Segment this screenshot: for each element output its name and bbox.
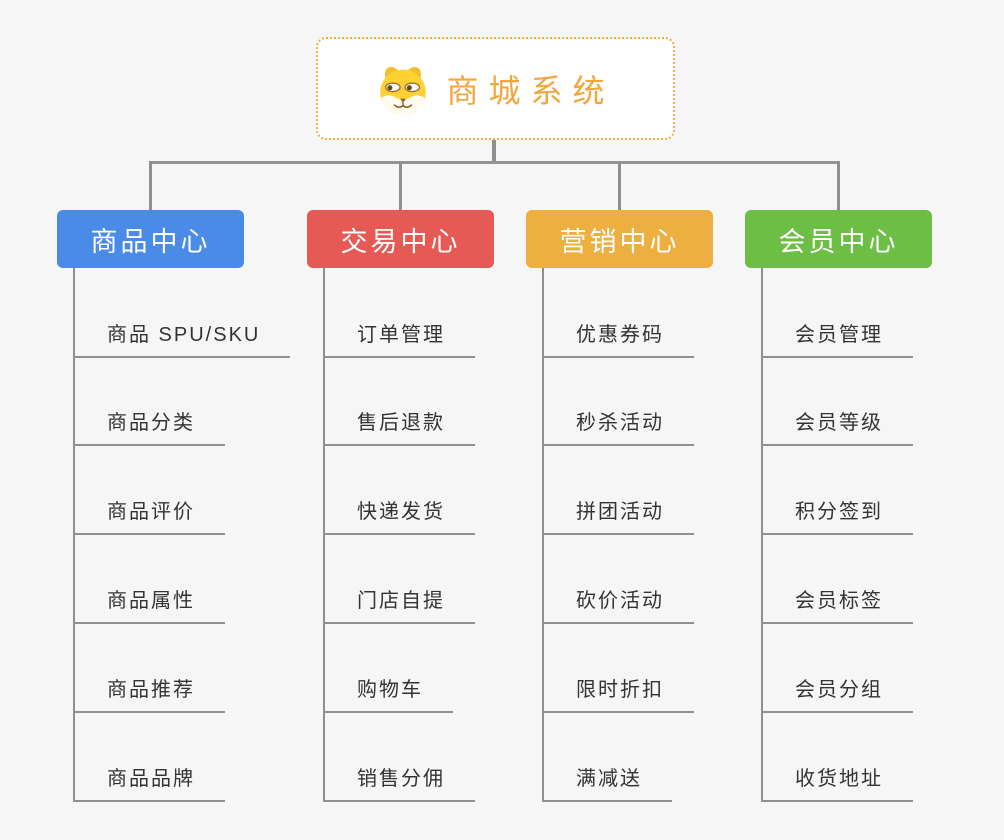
mindmap-item[interactable]: 收货地址 xyxy=(761,766,913,802)
connector-horizontal-bar xyxy=(149,161,840,164)
root-title: 商城系统 xyxy=(446,72,615,109)
mindmap-item[interactable]: 订单管理 xyxy=(323,322,475,358)
mindmap-item[interactable]: 商品 SPU/SKU xyxy=(73,322,291,358)
mindmap-item[interactable]: 售后退款 xyxy=(323,410,475,446)
mindmap-item[interactable]: 商品推荐 xyxy=(73,677,225,713)
connector-drop-member xyxy=(837,161,840,210)
branch-header-trade[interactable]: 交易中心 xyxy=(307,210,494,268)
mindmap-item[interactable]: 砍价活动 xyxy=(542,588,694,624)
branch-header-member[interactable]: 会员中心 xyxy=(745,210,932,268)
root-node[interactable]: 商城系统 xyxy=(316,37,675,140)
connector-drop-trade xyxy=(399,161,402,210)
mindmap-item[interactable]: 销售分佣 xyxy=(323,766,475,802)
mindmap-item[interactable]: 会员等级 xyxy=(761,410,913,446)
mindmap-item[interactable]: 会员标签 xyxy=(761,588,913,624)
mindmap-item[interactable]: 拼团活动 xyxy=(542,499,694,535)
mindmap-item[interactable]: 商品品牌 xyxy=(73,766,225,802)
mindmap-item[interactable]: 快递发货 xyxy=(323,499,475,535)
mindmap-item[interactable]: 会员管理 xyxy=(761,322,913,358)
mindmap-item[interactable]: 满减送 xyxy=(542,766,672,802)
dog-icon xyxy=(376,62,430,116)
mindmap-item[interactable]: 门店自提 xyxy=(323,588,475,624)
branch-header-marketing[interactable]: 营销中心 xyxy=(526,210,713,268)
mindmap-item[interactable]: 购物车 xyxy=(323,677,453,713)
mindmap-item[interactable]: 秒杀活动 xyxy=(542,410,694,446)
branch-header-product[interactable]: 商品中心 xyxy=(57,210,244,268)
mindmap-item[interactable]: 积分签到 xyxy=(761,499,913,535)
connector-root-stem xyxy=(492,140,496,164)
mindmap-item[interactable]: 限时折扣 xyxy=(542,677,694,713)
mindmap-item[interactable]: 优惠券码 xyxy=(542,322,694,358)
mindmap-item[interactable]: 商品评价 xyxy=(73,499,225,535)
mindmap-item[interactable]: 商品分类 xyxy=(73,410,225,446)
connector-drop-product xyxy=(149,161,152,210)
mindmap-item[interactable]: 商品属性 xyxy=(73,588,225,624)
mindmap-item[interactable]: 会员分组 xyxy=(761,677,913,713)
connector-drop-marketing xyxy=(618,161,621,210)
